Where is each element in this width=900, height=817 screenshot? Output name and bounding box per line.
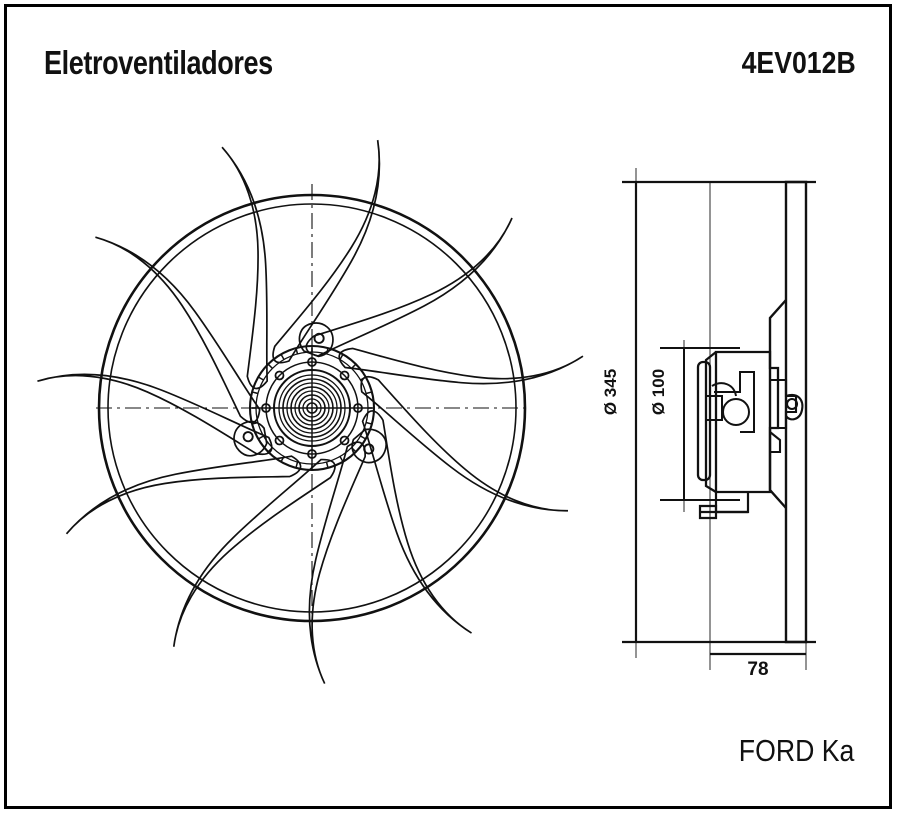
dimension-label-motor-diameter: Ø 100: [649, 368, 668, 416]
hub-centre-crosshair: [252, 348, 372, 468]
page-title: Eletroventiladores: [44, 44, 273, 81]
motor-internal-detail: [706, 371, 755, 433]
part-number-label: 4EV012B: [741, 45, 856, 80]
motor-housing-body: [696, 350, 780, 494]
shroud-mounting-hardware: [769, 378, 804, 454]
dimension-label-assembly-depth: 78: [747, 659, 769, 680]
dimension-line-fan-diameter: [622, 180, 816, 644]
fan-blades: [37, 139, 584, 684]
fan-hub-assembly: [233, 322, 387, 472]
dimension-line-motor-diameter: [660, 347, 740, 501]
hub-spline-teeth: [250, 346, 374, 470]
fan-assembly-front-view: [37, 139, 584, 684]
page-border-frame: [4, 4, 892, 809]
fan-assembly-side-section-view: [622, 168, 816, 670]
shroud-profile: [768, 180, 808, 644]
vehicle-model-label: FORD Ka: [738, 733, 854, 768]
dimension-label-fan-diameter: Ø 345: [601, 368, 620, 416]
motor-mounting-foot: [698, 492, 750, 520]
